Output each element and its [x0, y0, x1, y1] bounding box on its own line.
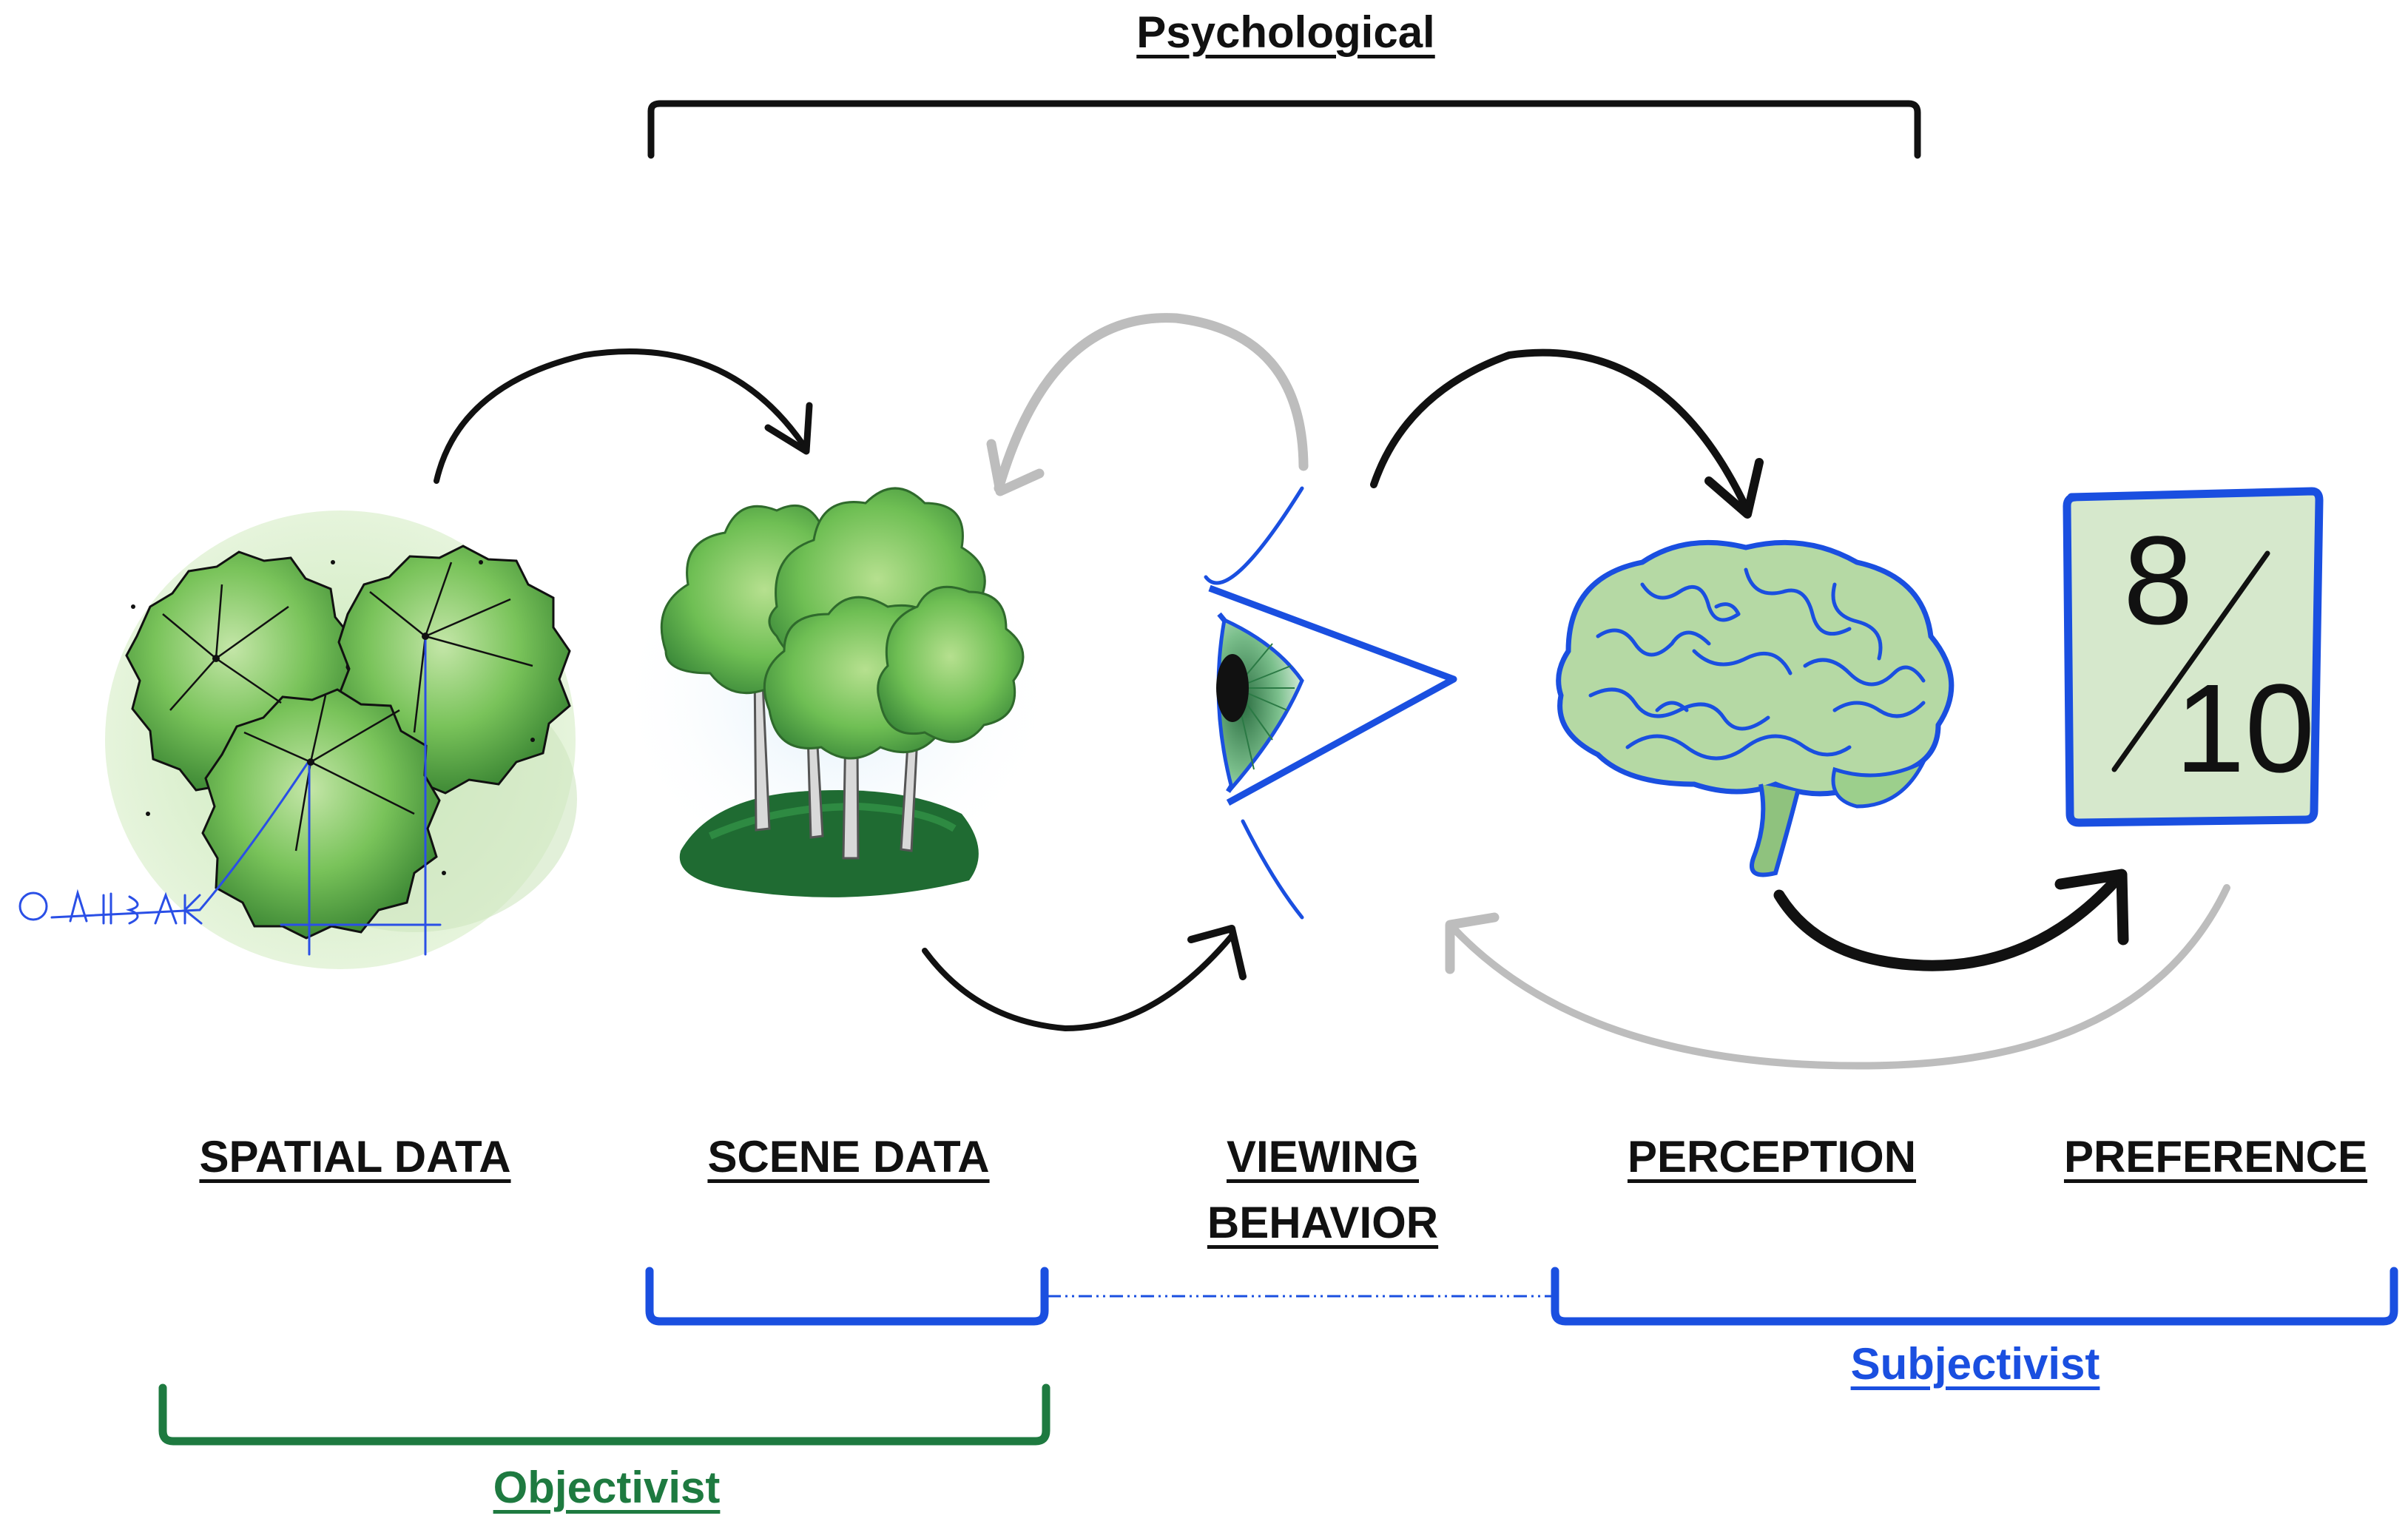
objectivist-label: Objectivist: [493, 1463, 721, 1512]
subjectivist-label: Subjectivist: [1850, 1339, 2100, 1389]
viewing-behavior-label-line1: VIEWING: [1226, 1132, 1419, 1182]
objectivist-bracket: [158, 1383, 1050, 1446]
arrow-preference-to-eye: [1450, 884, 2230, 1070]
preference-label: PREFERENCE: [2063, 1132, 2368, 1182]
arrow-scene-to-eye: [922, 933, 1235, 1031]
spatial-data-label: SPATIAL DATA: [199, 1132, 511, 1182]
tree-scene-icon: [614, 487, 1058, 897]
eye-icon: [1204, 486, 1457, 920]
psychological-bracket: [647, 100, 1921, 159]
rating-card-icon: [2063, 487, 2324, 827]
arrow-eye-to-scene: [994, 313, 1309, 493]
preference-score-denominator: 10: [2175, 658, 2316, 799]
tree-plan-drawing-icon: [18, 510, 577, 969]
scene-data-label: SCENE DATA: [707, 1132, 990, 1182]
arrow-eye-to-perception: [1370, 348, 1751, 514]
preference-score-numerator: 8: [2123, 510, 2193, 651]
arrow-perception-to-preference: [1773, 874, 2122, 971]
scene-data-bracket: [645, 1267, 1049, 1326]
viewing-behavior-label-line2: BEHAVIOR: [1207, 1198, 1439, 1247]
arrow-spatial-to-scene: [434, 348, 806, 484]
brain-icon: [1556, 539, 1955, 877]
perception-label: PERCEPTION: [1627, 1132, 1917, 1182]
psychological-label: Psychological: [1136, 7, 1435, 57]
perception-preference-bracket: [1551, 1267, 2398, 1326]
